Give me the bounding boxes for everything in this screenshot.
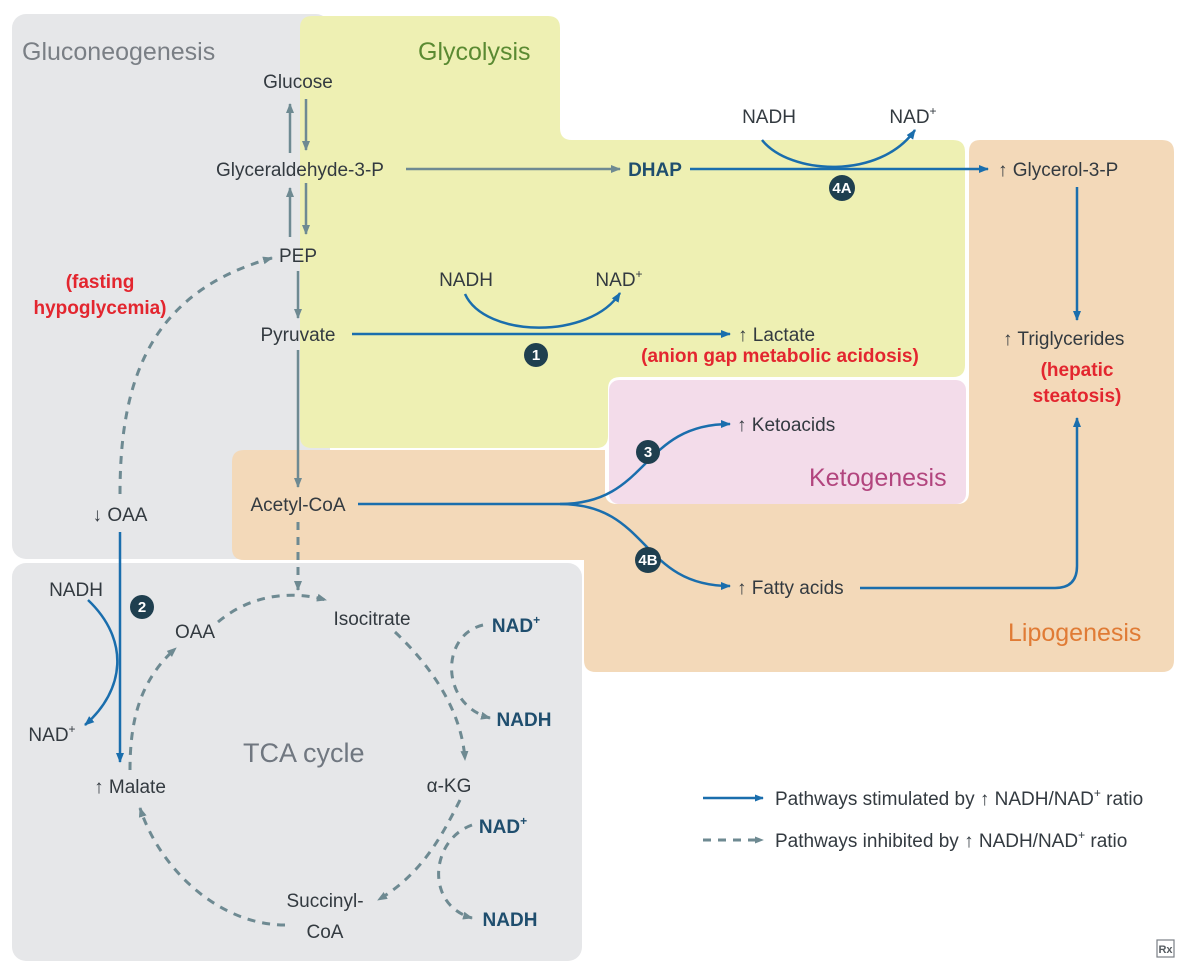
arrow-fattyacids-to-triglycerides xyxy=(860,417,1081,590)
nad-label-2: NAD+ xyxy=(28,722,75,746)
arrow-acetylcoa-to-fattyacids xyxy=(559,502,731,590)
oaa-label: OAA xyxy=(175,622,215,643)
step-4b-badge: 4B xyxy=(635,547,661,573)
tca-nadh-label-2: NADH xyxy=(483,910,538,931)
dashed-akg-to-succinylcoa xyxy=(377,799,462,902)
legend-inhibited-label: Pathways inhibited by ↑ NADH/NAD+ ratio xyxy=(775,828,1127,852)
step-2-badge: 2 xyxy=(130,595,154,619)
ketoacids-label: ↑ Ketoacids xyxy=(737,415,835,436)
nadh-label-4a: NADH xyxy=(742,107,796,128)
pyruvate-label: Pyruvate xyxy=(261,325,336,346)
nadh-label-2: NADH xyxy=(49,580,103,601)
hepatic-steatosis-line2: steatosis) xyxy=(1033,386,1122,407)
succinyl-coa-label-line2: CoA xyxy=(307,922,344,943)
anion-gap-acidosis-label: (anion gap metabolic acidosis) xyxy=(641,346,919,367)
tca-nad-label-2: NAD+ xyxy=(479,814,527,838)
lipogenesis-title: Lipogenesis xyxy=(1008,619,1141,647)
lactate-label: ↑ Lactate xyxy=(738,325,815,346)
step-4a-badge: 4A xyxy=(829,175,855,201)
tca-cycle-title: TCA cycle xyxy=(243,738,365,768)
pep-label: PEP xyxy=(279,246,317,267)
acetyl-coa-label: Acetyl-CoA xyxy=(250,495,345,516)
glycolysis-title: Glycolysis xyxy=(418,38,531,66)
dashed-nad-to-nadh-2 xyxy=(437,823,473,920)
dashed-isocitrate-to-akg xyxy=(393,630,469,761)
alpha-kg-label: α-KG xyxy=(427,776,472,797)
gluconeogenesis-title: Gluconeogenesis xyxy=(22,38,215,66)
fasting-hypoglycemia-line1: (fasting xyxy=(66,272,135,293)
nadh-to-nad-2 xyxy=(84,599,119,726)
glycolysis-region xyxy=(300,16,965,448)
dashed-malate-to-oaa xyxy=(128,646,177,771)
glycerol-3p-label: ↑ Glycerol-3-P xyxy=(998,160,1118,181)
step-3-badge: 3 xyxy=(636,440,660,464)
oaa-decreased-label: ↓ OAA xyxy=(93,505,148,526)
rx-logo: Rx xyxy=(1156,939,1175,958)
dhap-label: DHAP xyxy=(628,160,682,181)
nadh-to-nad-1 xyxy=(463,292,622,329)
glyceraldehyde-3p-label: Glyceraldehyde-3-P xyxy=(216,160,384,181)
gluconeogenesis-region xyxy=(12,14,330,559)
ketogenesis-title: Ketogenesis xyxy=(809,464,947,492)
legend-stimulated-label: Pathways stimulated by ↑ NADH/NAD+ ratio xyxy=(775,786,1143,810)
arrow-acetylcoa-to-ketoacids xyxy=(358,420,731,506)
isocitrate-label: Isocitrate xyxy=(333,609,410,630)
dashed-nad-to-nadh-1 xyxy=(450,623,491,720)
lipogenesis-region xyxy=(232,140,1174,672)
fatty-acids-label: ↑ Fatty acids xyxy=(737,578,844,599)
svg-text:4B: 4B xyxy=(638,552,657,569)
svg-text:3: 3 xyxy=(644,444,652,461)
nad-label-1: NAD+ xyxy=(595,267,642,291)
glucose-label: Glucose xyxy=(263,72,333,93)
dashed-oaa-to-pep xyxy=(118,256,273,495)
nadh-to-nad-4a xyxy=(761,129,917,169)
nadh-label-1: NADH xyxy=(439,270,493,291)
tca-nadh-label-1: NADH xyxy=(497,710,552,731)
succinyl-coa-label-line1: Succinyl- xyxy=(286,891,363,912)
hepatic-steatosis-line1: (hepatic xyxy=(1041,360,1114,381)
legend: Pathways stimulated by ↑ NADH/NAD+ ratio… xyxy=(703,786,1143,852)
tca-nad-label-1: NAD+ xyxy=(492,613,540,637)
malate-label: ↑ Malate xyxy=(94,777,166,798)
svg-text:1: 1 xyxy=(532,347,540,364)
step-1-badge: 1 xyxy=(524,343,548,367)
svg-text:2: 2 xyxy=(138,599,146,616)
svg-text:Rx: Rx xyxy=(1158,944,1173,956)
svg-text:4A: 4A xyxy=(832,180,851,197)
fasting-hypoglycemia-line2: hypoglycemia) xyxy=(33,298,166,319)
nad-label-4a: NAD+ xyxy=(889,104,936,128)
ketogenesis-region xyxy=(609,380,966,504)
triglycerides-label: ↑ Triglycerides xyxy=(1003,329,1124,350)
